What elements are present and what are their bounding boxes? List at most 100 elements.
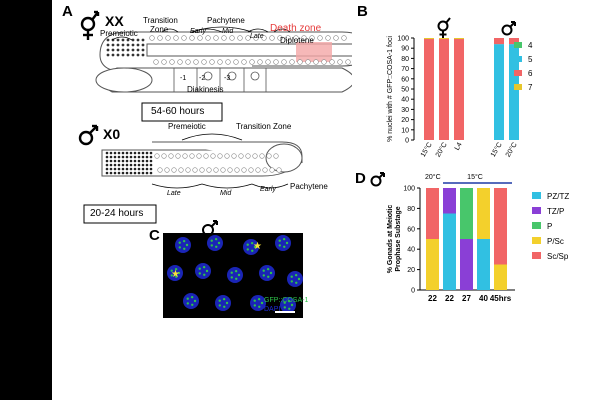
y-tick-label: 40	[401, 97, 409, 104]
nucleus-dot	[329, 59, 335, 65]
x-tick-label: 22	[428, 294, 437, 303]
cosa1-focus	[283, 301, 286, 304]
legend-swatch-P-Sc	[532, 237, 541, 244]
x-tick-label: L4	[454, 141, 464, 151]
male-nucleus-dot	[149, 151, 153, 155]
male-nucleus-dot	[269, 167, 275, 173]
y-tick-label: 0	[411, 288, 415, 295]
male-nucleus-dot	[137, 167, 141, 171]
male-nucleus-dot	[241, 167, 247, 173]
nucleus-dot	[241, 59, 247, 65]
male-nucleus-dot	[168, 153, 174, 159]
male-premeiotic-label: Premeiotic	[168, 122, 206, 131]
cosa1-focus	[253, 299, 256, 302]
dapi-nucleus	[215, 295, 231, 311]
cosa1-focus	[258, 305, 261, 308]
y-tick-label: 90	[401, 46, 409, 53]
male-pachytene-label: Pachytene	[290, 182, 328, 191]
y-tick-label: 30	[401, 107, 409, 114]
male-nucleus-dot	[133, 159, 137, 163]
nucleus-dot	[289, 59, 295, 65]
y-tick-label: 60	[407, 226, 415, 233]
male-nucleus-dot	[145, 159, 149, 163]
male-nucleus-dot	[145, 155, 149, 159]
cosa1-focus	[230, 276, 233, 279]
nucleus-dot	[141, 48, 145, 52]
cosa1-focus	[287, 299, 291, 303]
panel-b-letter: B	[357, 3, 368, 20]
male-nucleus-dot	[145, 163, 149, 167]
nucleus-dot	[121, 53, 125, 57]
nucleus-dot	[257, 59, 263, 65]
legend-label-PZ-TZ: PZ/TZ	[547, 192, 569, 201]
nucleus-dot	[131, 38, 135, 42]
nucleus-dot	[253, 35, 259, 41]
male-nucleus-dot	[141, 159, 145, 163]
bar-segment-6	[424, 39, 434, 140]
death-zone-region	[296, 42, 332, 62]
male-nucleus-dot	[145, 167, 149, 171]
dapi-legend-label: DAPI	[264, 306, 281, 313]
male-nucleus-dot	[105, 171, 109, 175]
cosa1-focus	[177, 271, 181, 275]
cosa1-focus	[202, 265, 206, 269]
male-nucleus-dot	[217, 153, 223, 159]
cosa1-focus	[285, 241, 289, 245]
male-nucleus-dot	[133, 167, 137, 171]
male-nucleus-dot	[164, 167, 170, 173]
male-nucleus-dot	[273, 153, 279, 159]
nucleus-dot	[149, 35, 155, 41]
nucleus-dot	[106, 48, 110, 52]
male-nucleus-dot	[206, 167, 212, 173]
male-nucleus-dot	[125, 159, 129, 163]
cosa1-focus	[170, 269, 173, 272]
nucleus-dot	[126, 53, 130, 57]
bar-segment-5	[509, 44, 519, 141]
male-nucleus-dot	[137, 159, 141, 163]
male-nucleus-dot	[113, 151, 117, 155]
premeiotic-label: Premeiotic	[100, 29, 138, 38]
male-nucleus-dot	[137, 151, 141, 155]
figure-canvas: A	[52, 0, 600, 400]
x-tick-label: 20°C	[504, 141, 519, 159]
male-nucleus-dot	[125, 167, 129, 171]
nucleus-dot	[341, 35, 347, 41]
male-nucleus-dot	[109, 159, 113, 163]
late-label: Late	[250, 33, 264, 40]
star-marker-icon: ★	[253, 241, 262, 252]
legend-label-P-Sc: P/Sc	[547, 237, 564, 246]
nucleus-dot	[111, 48, 115, 52]
nucleus-dot	[136, 43, 140, 47]
male-transition-zone-label: Transition Zone	[236, 122, 292, 131]
oocyte-minus1-label: -1	[180, 75, 187, 82]
male-sex-label: X0	[103, 126, 121, 142]
nucleus-dot	[269, 35, 275, 41]
y-axis-label: % nuclei with # GFP::COSA-1 foci	[387, 36, 394, 142]
male-nucleus-dot	[113, 167, 117, 171]
male-nucleus-dot	[109, 171, 113, 175]
nucleus-dot	[317, 35, 323, 41]
bar-segment-TZ-P	[460, 239, 473, 290]
nucleus-dot	[197, 35, 203, 41]
x-tick-label: 45hrs	[490, 294, 512, 303]
y-tick-label: 40	[407, 247, 415, 254]
nucleus-dot	[116, 53, 120, 57]
cosa1-focus	[230, 271, 233, 274]
star-marker-icon: ★	[171, 269, 180, 280]
nuclei-dots	[106, 35, 351, 65]
death-zone-label: Death zone	[270, 23, 322, 34]
nucleus-dot	[213, 35, 219, 41]
y-tick-label: 20	[401, 117, 409, 124]
male-nucleus-dot	[121, 155, 125, 159]
cosa1-focus	[198, 267, 201, 270]
legend-label-Sc-Sp: Sc/Sp	[547, 252, 569, 261]
male-nucleus-dot	[113, 163, 117, 167]
male-nucleus-dot	[109, 167, 113, 171]
male-nuclei-dots	[105, 151, 282, 175]
cosa1-focus	[250, 241, 254, 245]
male-nucleus-dot	[125, 155, 129, 159]
nucleus-dot	[229, 35, 235, 41]
oocytes	[173, 68, 267, 92]
